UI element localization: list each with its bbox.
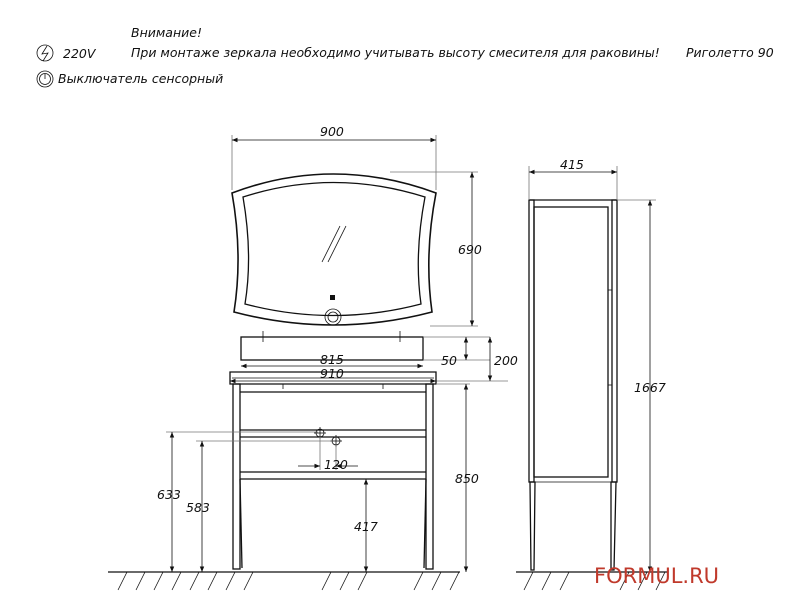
- dim-floor-to-bottom: 417: [354, 479, 378, 572]
- mirror: [231, 173, 437, 326]
- floor-line: [108, 571, 668, 591]
- attention-note: Внимание!: [131, 25, 202, 40]
- voltage-label: 220V: [63, 46, 97, 61]
- switch-label: Выключатель сенсорный: [58, 71, 223, 86]
- shelf: [240, 331, 424, 361]
- dim-drain-583: 583: [186, 440, 332, 572]
- watermark: FORMUL.RU: [594, 564, 719, 588]
- svg-text:417: 417: [354, 519, 378, 534]
- svg-text:910: 910: [320, 366, 344, 381]
- svg-text:200: 200: [494, 353, 518, 368]
- vanity-front: [229, 371, 437, 570]
- dim-mirror-width: 900: [231, 124, 437, 190]
- dim-shelf-gap: 200: [436, 337, 518, 382]
- dim-drain-633: 633: [157, 431, 318, 572]
- lightning-icon: [36, 44, 54, 62]
- dim-tall-height: 1667: [617, 199, 666, 572]
- dim-drain-spacing: 120: [298, 437, 358, 472]
- dim-vanity-height: 850: [436, 383, 479, 572]
- dim-top-width: 910: [230, 366, 436, 384]
- tall-cabinet: [528, 199, 618, 571]
- dim-shelf-width: 815: [241, 352, 423, 369]
- svg-text:583: 583: [186, 500, 210, 515]
- svg-text:50: 50: [441, 353, 457, 368]
- power-icon: [36, 70, 54, 88]
- svg-text:120: 120: [324, 457, 348, 472]
- svg-text:415: 415: [560, 157, 584, 172]
- svg-text:690: 690: [458, 242, 482, 257]
- mirror-sensor-icon: [324, 295, 342, 326]
- warning-note: При монтаже зеркала необходимо учитывать…: [131, 45, 660, 60]
- dim-side-depth: 415: [528, 157, 618, 200]
- svg-text:900: 900: [320, 124, 344, 139]
- svg-text:633: 633: [157, 487, 181, 502]
- dim-mirror-height: 690: [390, 171, 482, 327]
- svg-text:850: 850: [455, 471, 479, 486]
- model-name: Риголетто 90: [686, 45, 774, 60]
- svg-text:815: 815: [320, 352, 344, 367]
- dim-shelf-height: 50: [423, 336, 490, 368]
- svg-text:1667: 1667: [634, 380, 666, 395]
